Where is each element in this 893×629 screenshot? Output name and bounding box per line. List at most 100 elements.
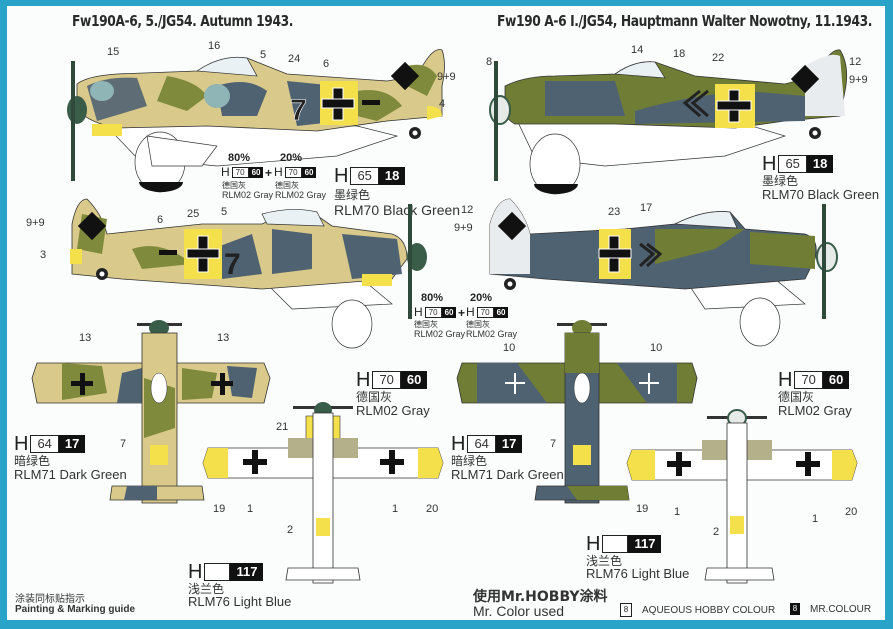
callout-13: 13: [79, 332, 92, 344]
scheme2-bottom-view: [626, 409, 858, 584]
mr-sample-icon: 8: [790, 603, 800, 615]
mix-pct-20: 20%: [280, 152, 303, 164]
callout-6: 6: [323, 58, 330, 70]
svg-text:7: 7: [290, 94, 307, 127]
legend-mr-label: MR.COLOUR: [810, 603, 872, 615]
color-en-rlm02-d: RLM02 Gray: [466, 329, 518, 339]
color-en-rlm76-b: RLM76 Light Blue: [586, 566, 690, 581]
color-cn-rlm02-b: 德国灰: [275, 181, 299, 190]
scheme1-side-view-left: 7: [67, 49, 445, 193]
color-cn-rlm76-b: 浅兰色: [586, 554, 623, 568]
callout-1-c: 1: [674, 506, 681, 518]
hobby-title-cn: 使用Mr.HOBBY涂料: [473, 589, 608, 605]
callout-12: 12: [849, 56, 862, 68]
color-en-rlm71-b: RLM71 Dark Green: [451, 467, 564, 482]
callout-1-b: 1: [392, 503, 399, 515]
color-cn-rlm02-d: 德国灰: [466, 320, 490, 329]
callout-4: 4: [439, 98, 446, 110]
color-en-rlm76-a: RLM76 Light Blue: [188, 594, 292, 609]
svg-text:7: 7: [224, 248, 241, 281]
color-en-rlm71-a: RLM71 Dark Green: [14, 467, 127, 482]
callout-3: 3: [40, 249, 47, 261]
color-en-rlm02-a: RLM02 Gray: [222, 190, 274, 200]
callout-18: 18: [673, 48, 686, 60]
callout-9+9-b: 9+9: [26, 217, 45, 229]
callout-16: 16: [208, 40, 221, 52]
mix-pct-20-b: 20%: [470, 292, 493, 304]
callout-24: 24: [288, 53, 301, 65]
callout-23: 23: [608, 206, 621, 218]
callout-20: 20: [426, 503, 439, 515]
aqueous-sample-icon: 8: [620, 603, 632, 617]
callout-2: 2: [287, 524, 294, 536]
callout-1-d: 1: [812, 513, 819, 525]
callout-9+9: 9+9: [437, 71, 456, 83]
color-en-rlm02-f: RLM02 Gray: [778, 403, 852, 418]
legend-aqueous: 8 AQUEOUS HOBBY COLOUR: [620, 603, 775, 617]
color-cn-rlm76-a: 浅兰色: [188, 582, 225, 596]
color-cn-rlm02-e: 德国灰: [356, 390, 393, 404]
color-en-rlm70-b: RLM70 Black Green: [762, 187, 880, 202]
mix-pct-80: 80%: [228, 152, 251, 164]
callout-17: 17: [640, 202, 653, 214]
scheme2-title: Fw190 A-6 I./JG54, Hauptmann Walter Nowo…: [497, 12, 873, 30]
scheme1-side-view-right: 7: [70, 198, 427, 349]
hobby-title-en: Mr. Color used: [473, 603, 565, 619]
color-cn-rlm02-f: 德国灰: [778, 390, 815, 404]
scheme1-top-view: [31, 320, 271, 504]
callout-7-b: 7: [550, 438, 557, 450]
color-en-rlm02-e: RLM02 Gray: [356, 403, 430, 418]
callout-2-b: 2: [713, 526, 720, 538]
callout-1: 1: [247, 503, 254, 515]
callout-15: 15: [107, 46, 120, 58]
callout-12-b: 12: [461, 204, 474, 216]
color-en-rlm02-c: RLM02 Gray: [414, 329, 466, 339]
callout-6-b: 6: [157, 214, 164, 226]
color-cn-rlm70-a: 墨绿色: [334, 188, 371, 202]
instruction-sheet: Fw190A-6, 5./JG54. Autumn 1943. Fw190 A-…: [7, 6, 885, 620]
legend-mr-colour: 8 MR.COLOUR: [790, 603, 871, 615]
callout-9+9-d: 9+9: [454, 222, 473, 234]
mix-plus: +: [265, 166, 273, 180]
callout-13-b: 13: [217, 332, 230, 344]
callout-19: 19: [213, 503, 226, 515]
scheme2-top-view: [456, 320, 698, 504]
callout-25: 25: [187, 208, 200, 220]
callout-9+9-c: 9+9: [849, 74, 868, 86]
callout-10: 10: [503, 342, 516, 354]
callout-5-b: 5: [221, 206, 228, 218]
callout-8: 8: [486, 56, 493, 68]
scheme1-title: Fw190A-6, 5./JG54. Autumn 1943.: [72, 12, 294, 30]
callout-14: 14: [631, 44, 644, 56]
scheme2-side-view-right: [489, 198, 838, 347]
callout-21: 21: [276, 421, 289, 433]
scheme1-bottom-view: [202, 402, 444, 584]
color-cn-rlm70-b: 墨绿色: [762, 174, 799, 188]
callout-7: 7: [120, 438, 127, 450]
guide-title-en: Painting & Marking guide: [15, 604, 136, 615]
callout-10-b: 10: [650, 342, 663, 354]
color-cn-rlm02-a: 德国灰: [222, 181, 246, 190]
color-en-rlm70-a: RLM70 Black Green: [334, 202, 461, 218]
mix-plus-b: +: [458, 306, 466, 320]
callout-19-b: 19: [636, 503, 649, 515]
mix-pct-80-b: 80%: [421, 292, 444, 304]
color-cn-rlm71-a: 暗绿色: [14, 454, 51, 468]
callout-5: 5: [260, 49, 267, 61]
callout-20-b: 20: [845, 506, 858, 518]
color-en-rlm02-b: RLM02 Gray: [275, 190, 327, 200]
guide-title-cn: 涂装同标贴指示: [15, 594, 85, 605]
color-cn-rlm02-c: 德国灰: [414, 320, 438, 329]
callout-22: 22: [712, 52, 725, 64]
